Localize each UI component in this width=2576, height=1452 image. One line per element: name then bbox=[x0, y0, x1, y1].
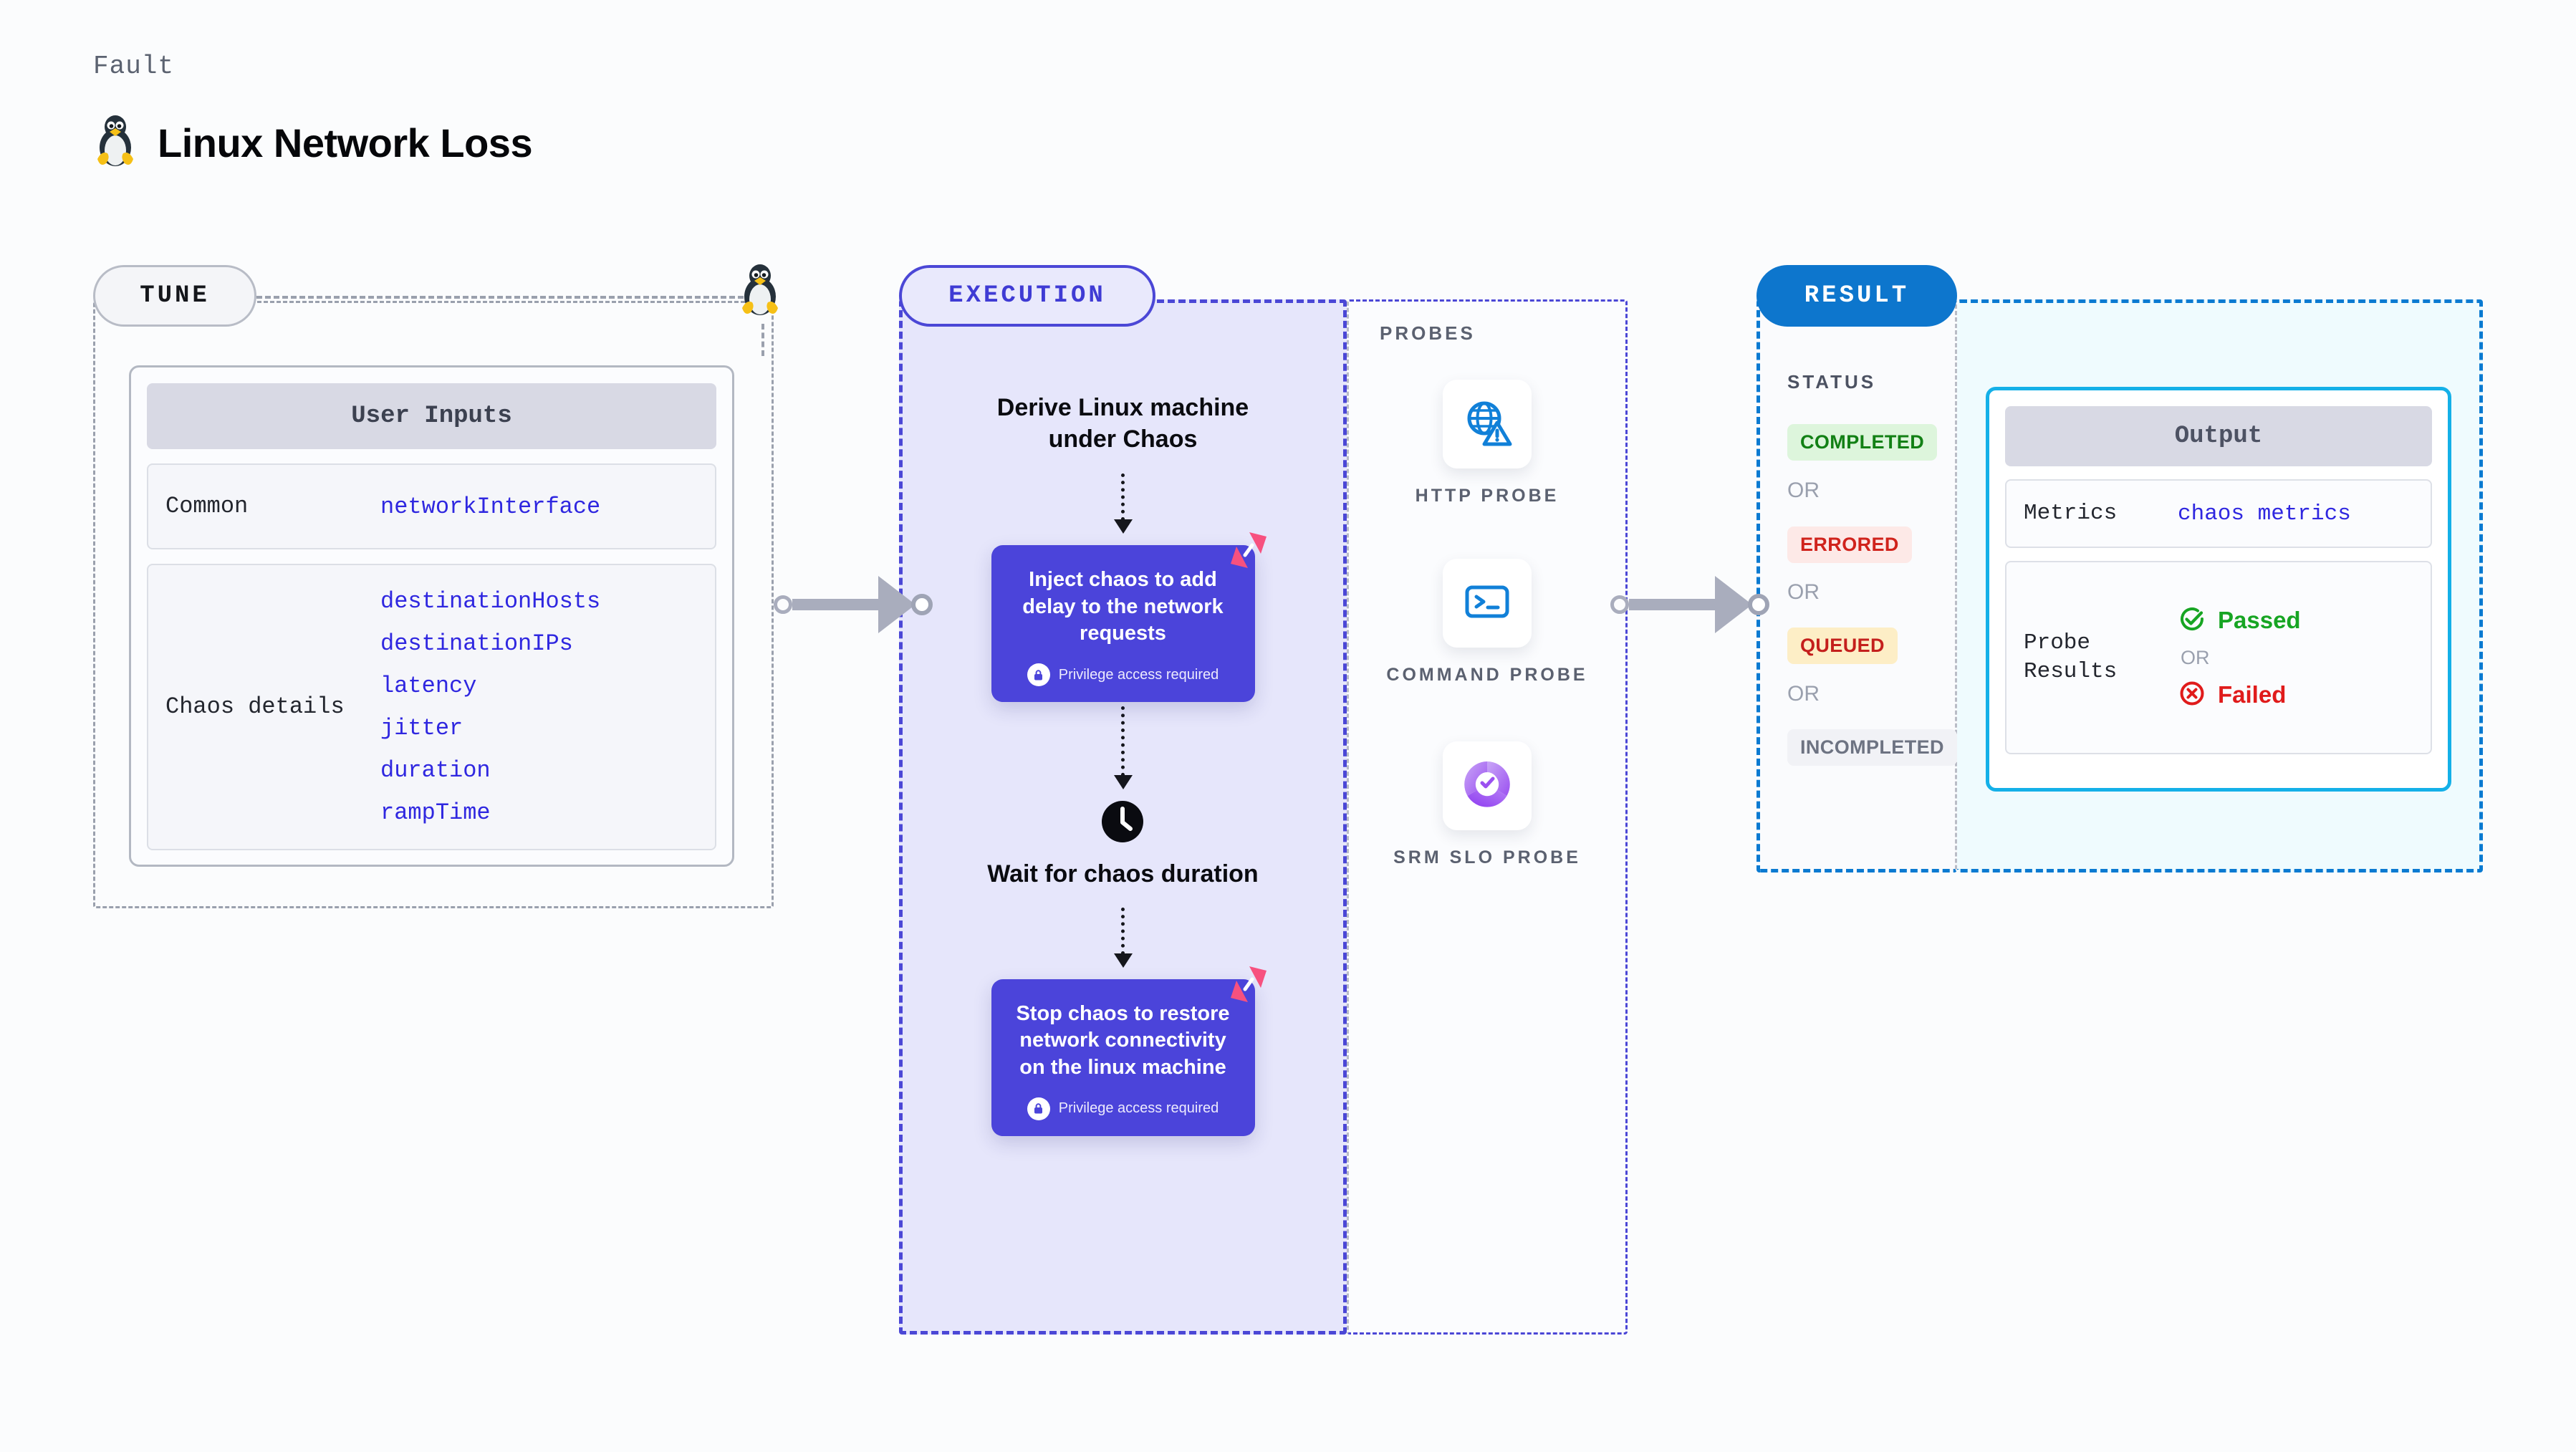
status-badge-errored[interactable]: ERRORED bbox=[1787, 527, 1912, 563]
check-circle-icon bbox=[2178, 605, 2206, 637]
output-row-probe-results[interactable]: Probe Results Passed OR bbox=[2005, 561, 2432, 754]
flow-arrow-line bbox=[1121, 473, 1125, 521]
output-title: Output bbox=[2005, 406, 2432, 466]
output-metrics-label: Metrics bbox=[2024, 500, 2118, 526]
tune-param[interactable]: destinationHosts bbox=[380, 588, 601, 615]
probe-label: SRM SLO PROBE bbox=[1393, 847, 1581, 867]
slo-donut-check-icon bbox=[1461, 759, 1513, 814]
output-probe-results-label: Probe Results bbox=[2024, 630, 2118, 684]
probe-failed-label: Failed bbox=[2218, 681, 2287, 708]
flow-arrow-3 bbox=[1113, 907, 1133, 968]
output-card: Output Metrics chaos metrics Probe Resul… bbox=[1986, 387, 2451, 792]
execution-badge[interactable]: EXECUTION bbox=[899, 265, 1155, 327]
probe-srm-slo[interactable]: SRM SLO PROBE bbox=[1347, 741, 1628, 870]
user-inputs-title: User Inputs bbox=[147, 383, 716, 449]
status-badge-completed[interactable]: COMPLETED bbox=[1787, 424, 1938, 461]
tune-badge[interactable]: TUNE bbox=[93, 265, 256, 327]
x-circle-icon bbox=[2178, 679, 2206, 711]
probe-tile bbox=[1443, 741, 1532, 830]
probes-title: PROBES bbox=[1380, 322, 1476, 344]
harness-logo-icon bbox=[1228, 963, 1269, 1009]
user-inputs-card: User Inputs Common networkInterface Chao… bbox=[129, 365, 734, 867]
execution-card-inject-chaos[interactable]: Inject chaos to add delay to the network… bbox=[991, 532, 1267, 703]
tune-row-label: Common bbox=[165, 493, 249, 519]
execution-flow: Derive Linux machine under Chaos Inject … bbox=[899, 299, 1347, 1335]
probe-result-options: Passed OR Failed bbox=[2178, 605, 2301, 711]
flow-arrow-2 bbox=[1113, 706, 1133, 790]
execution-to-result-arrow bbox=[1610, 576, 1769, 633]
status-or: OR bbox=[1787, 479, 1820, 502]
linux-tux-icon bbox=[93, 115, 138, 170]
probe-passed-label: Passed bbox=[2218, 607, 2301, 633]
output-metrics-value[interactable]: chaos metrics bbox=[2178, 501, 2351, 527]
probe-label: COMMAND PROBE bbox=[1386, 665, 1588, 685]
probe-tile bbox=[1443, 380, 1532, 468]
tune-column-frame bbox=[93, 301, 774, 908]
tune-row-values: networkInterface bbox=[380, 494, 600, 520]
status-or: OR bbox=[1787, 682, 1820, 706]
tune-row-chaos-details[interactable]: Chaos details destinationHosts destinati… bbox=[147, 564, 716, 850]
arrow-head bbox=[878, 576, 915, 633]
arrow-end-dot bbox=[911, 594, 933, 615]
execution-step-derive: Derive Linux machine under Chaos bbox=[996, 394, 1249, 453]
status-or: OR bbox=[1787, 580, 1820, 604]
tune-param[interactable]: latency bbox=[380, 673, 477, 699]
probe-label: HTTP PROBE bbox=[1415, 486, 1559, 506]
flow-arrow-tip bbox=[1113, 519, 1133, 534]
flow-arrow-tip bbox=[1113, 953, 1133, 968]
tune-param[interactable]: rampTime bbox=[380, 799, 491, 826]
tune-param[interactable]: destinationIPs bbox=[380, 630, 573, 657]
tune-dashed-drop bbox=[761, 324, 764, 356]
probe-result-passed: Passed bbox=[2178, 605, 2301, 637]
probe-result-failed: Failed bbox=[2178, 679, 2301, 711]
execution-wait-step: Wait for chaos duration bbox=[987, 799, 1259, 890]
tune-row-values: destinationHosts destinationIPs latency … bbox=[380, 588, 600, 826]
execution-card-text: Inject chaos to add delay to the network… bbox=[1022, 568, 1224, 645]
tune-param[interactable]: networkInterface bbox=[380, 493, 601, 520]
page-title: Linux Network Loss bbox=[158, 120, 533, 165]
tune-to-execution-arrow bbox=[774, 576, 933, 633]
lock-icon bbox=[1027, 1097, 1050, 1120]
flow-arrow-line bbox=[1121, 907, 1125, 955]
result-badge[interactable]: RESULT bbox=[1756, 265, 1957, 327]
result-column-frame bbox=[1756, 299, 1957, 872]
harness-logo-icon bbox=[1228, 529, 1269, 574]
tune-param[interactable]: duration bbox=[380, 757, 491, 784]
flow-arrow-1 bbox=[1113, 473, 1133, 534]
arrow-start-dot bbox=[1610, 595, 1629, 614]
execution-card-text: Stop chaos to restore network connectivi… bbox=[1016, 1001, 1230, 1079]
arrow-start-dot bbox=[774, 595, 792, 614]
tune-linux-tux-icon bbox=[738, 264, 782, 323]
privilege-text: Privilege access required bbox=[1058, 1100, 1219, 1117]
clock-icon bbox=[1100, 799, 1145, 847]
tune-param[interactable]: jitter bbox=[380, 715, 463, 741]
globe-warning-icon bbox=[1461, 397, 1513, 452]
output-row-metrics[interactable]: Metrics chaos metrics bbox=[2005, 479, 2432, 548]
probe-result-or: OR bbox=[2181, 646, 2210, 668]
tune-dashed-connector bbox=[256, 296, 744, 299]
privilege-text: Privilege access required bbox=[1058, 666, 1219, 683]
probe-tile bbox=[1443, 559, 1532, 648]
probe-command[interactable]: COMMAND PROBE bbox=[1347, 559, 1628, 688]
page-title-row: Linux Network Loss bbox=[93, 115, 533, 170]
status-badge-incompleted[interactable]: INCOMPLETED bbox=[1787, 729, 1957, 766]
page-kicker: Fault bbox=[93, 52, 175, 81]
tune-row-label: Chaos details bbox=[165, 693, 345, 720]
privilege-notice: Privilege access required bbox=[1009, 1097, 1238, 1120]
status-badge-queued[interactable]: QUEUED bbox=[1787, 628, 1898, 664]
status-title: STATUS bbox=[1787, 371, 1877, 393]
tune-row-common[interactable]: Common networkInterface bbox=[147, 463, 716, 549]
lock-icon bbox=[1027, 663, 1050, 687]
probe-http[interactable]: HTTP PROBE bbox=[1347, 380, 1628, 509]
execution-wait-label: Wait for chaos duration bbox=[987, 860, 1259, 888]
execution-card-stop-chaos[interactable]: Stop chaos to restore network connectivi… bbox=[991, 966, 1267, 1136]
flow-arrow-line bbox=[1121, 706, 1125, 777]
arrow-stem bbox=[1629, 599, 1715, 610]
arrow-stem bbox=[792, 599, 878, 610]
flow-arrow-tip bbox=[1113, 775, 1133, 790]
arrow-end-dot bbox=[1748, 594, 1769, 615]
terminal-icon bbox=[1462, 577, 1512, 630]
arrow-head bbox=[1715, 576, 1752, 633]
privilege-notice: Privilege access required bbox=[1009, 663, 1238, 687]
